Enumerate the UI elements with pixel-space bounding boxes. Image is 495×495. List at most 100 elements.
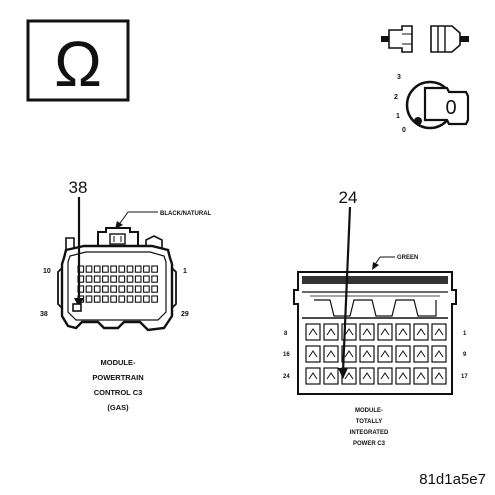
ignition-position-1: 1 [396, 113, 400, 120]
connector-cavity [102, 285, 109, 293]
ohm-icon: Ω [54, 28, 102, 100]
cavity-terminal-mark [308, 372, 318, 380]
connector-cavity [143, 275, 150, 283]
connector-cavity [359, 323, 375, 341]
connector-cavity [377, 323, 393, 341]
connector-cavity [305, 367, 321, 385]
pcm-pin-29-label: 29 [181, 311, 189, 318]
connector-cavity [85, 265, 93, 273]
connector-cavity [143, 285, 150, 293]
cavity-terminal-mark [398, 328, 408, 336]
cavity-terminal-mark [362, 350, 372, 358]
tipm-cavity-grid [305, 323, 447, 385]
tipm-callout-arrow [341, 206, 352, 373]
cavity-terminal-mark [326, 372, 336, 380]
connector-cavity [110, 275, 117, 283]
connector-cavity [110, 265, 117, 273]
connector-cavity [359, 345, 375, 363]
connector-cavity [93, 295, 101, 303]
connector-cavity [126, 275, 134, 283]
ignition-position-marker [414, 117, 422, 125]
ohmmeter-frame [26, 19, 130, 102]
cavity-terminal-mark [380, 328, 390, 336]
connector-cavity [143, 265, 150, 273]
connector-cavity [431, 367, 447, 385]
cavity-terminal-mark [398, 372, 408, 380]
connector-cavity [134, 265, 142, 273]
connector-cavity [151, 285, 158, 293]
ignition-key-icon: 3 2 1 0 0 [394, 74, 470, 134]
connector-cavity [151, 265, 158, 273]
connector-cavity [110, 295, 117, 303]
connector-cavity [102, 275, 109, 283]
connector-cavity [126, 285, 134, 293]
connector-cavity [118, 265, 126, 273]
cavity-terminal-mark [326, 328, 336, 336]
tipm-connector: 24 GREEN 8 16 24 1 9 17 MODULE- TOTALLY … [283, 188, 468, 447]
disconnected-connector-icon [381, 25, 469, 53]
connector-cavity [323, 345, 339, 363]
connector-cavity [85, 275, 93, 283]
cavity-terminal-mark [344, 372, 354, 380]
ohmmeter-symbol: Ω [26, 19, 130, 102]
connector-cavity [305, 323, 321, 341]
ignition-position-3: 3 [397, 74, 401, 81]
tipm-pin-16-label: 16 [283, 352, 290, 358]
pcm-caption-line-1: MODULE- [101, 358, 136, 367]
pcm-pin-10-label: 10 [43, 268, 51, 275]
tipm-pin-8-label: 8 [284, 331, 288, 337]
cavity-terminal-mark [434, 350, 444, 358]
ignition-key-label: 0 [445, 97, 456, 119]
tipm-top-band [302, 276, 448, 284]
tipm-caption-line-1: MODULE- [355, 408, 383, 414]
connector-cavity [305, 345, 321, 363]
pcm-connector: 38 BLACK/NATURAL 10 1 38 29 MODULE- P [40, 178, 212, 412]
cavity-terminal-mark [434, 372, 444, 380]
connector-cavity [85, 295, 93, 303]
connector-cavity [323, 367, 339, 385]
tipm-pin-24-label: 24 [283, 374, 290, 380]
connector-cavity [110, 285, 117, 293]
connector-cavity [377, 367, 393, 385]
connector-cavity [126, 295, 134, 303]
connector-cavity [134, 295, 142, 303]
connector-cavity [134, 275, 142, 283]
connector-cavity [118, 295, 126, 303]
connector-cavity [413, 345, 429, 363]
pcm-pin-38-label: 38 [40, 311, 48, 318]
cavity-terminal-mark [344, 350, 354, 358]
cavity-terminal-mark [380, 350, 390, 358]
cavity-terminal-mark [380, 372, 390, 380]
tipm-pin-1-label: 1 [463, 331, 467, 337]
cavity-terminal-mark [308, 350, 318, 358]
connector-cavity [431, 345, 447, 363]
connector-cavity [413, 323, 429, 341]
cavity-terminal-mark [362, 328, 372, 336]
connector-cavity [93, 285, 101, 293]
connector-cavity [341, 345, 357, 363]
pcm-cavity-grid [77, 265, 158, 303]
connector-cavity [126, 265, 134, 273]
ignition-position-2: 2 [394, 94, 398, 101]
connector-cavity [93, 265, 101, 273]
connector-cavity [102, 265, 109, 273]
pcm-pin-1-label: 1 [183, 268, 187, 275]
connector-cavity [93, 275, 101, 283]
image-code: 81d1a5e7 [419, 471, 486, 488]
pcm-caption-line-2: POWERTRAIN [92, 373, 143, 382]
connector-cavity [102, 295, 109, 303]
connector-cavity [118, 285, 126, 293]
connector-cavity [151, 275, 158, 283]
tipm-pin-17-label: 17 [461, 374, 468, 380]
connector-cavity [395, 367, 411, 385]
connector-cavity [413, 367, 429, 385]
cavity-terminal-mark [362, 372, 372, 380]
ignition-position-0: 0 [402, 127, 406, 134]
connector-cavity [85, 285, 93, 293]
cavity-terminal-mark [326, 350, 336, 358]
cavity-terminal-mark [416, 350, 426, 358]
pcm-callout-number: 38 [69, 178, 88, 197]
cavity-terminal-mark [434, 328, 444, 336]
cavity-terminal-mark [416, 372, 426, 380]
connector-cavity [151, 295, 158, 303]
